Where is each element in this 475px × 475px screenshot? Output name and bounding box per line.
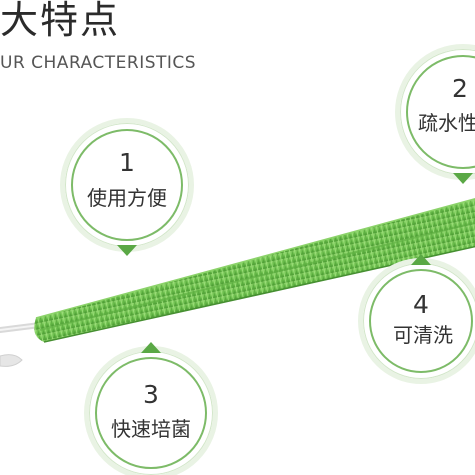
feature-number: 2 [452,74,468,103]
feature-badge-3: 3 快速培菌 [84,342,218,475]
feature-number: 4 [413,290,429,319]
page-title: 大特点 [0,0,121,42]
feature-label: 快速培菌 [111,417,191,441]
feature-badge-1: 1 使用方便 [60,118,194,256]
feature-label: 使用方便 [87,186,167,210]
badge-pointer-icon [411,254,431,265]
feature-number: 3 [143,380,159,409]
brush-bristles [34,198,475,342]
feature-label: 疏水性 [418,111,475,135]
page-subtitle: UR CHARACTERISTICS [0,53,197,73]
badge-pointer-icon [141,342,161,353]
feature-badge-4: 4 可清洗 [358,254,475,384]
feature-number: 1 [119,148,135,177]
badge-pointer-icon [117,245,137,256]
badge-pointer-icon [453,173,473,184]
feature-label: 可清洗 [393,323,453,347]
